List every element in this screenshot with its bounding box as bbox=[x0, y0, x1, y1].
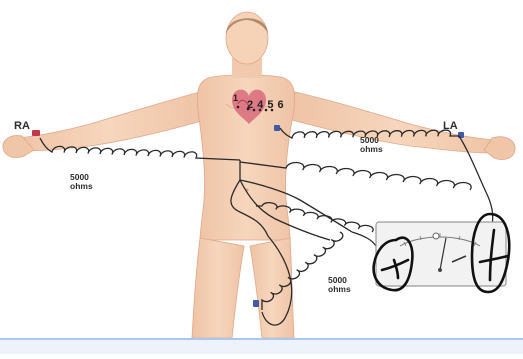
footer-bar bbox=[0, 338, 523, 354]
chest-leads-label: 2 4 5 6 bbox=[247, 99, 284, 111]
galvanometer bbox=[376, 222, 506, 286]
right-leg bbox=[192, 238, 244, 338]
la-electrode bbox=[274, 125, 280, 131]
ra-label: RA bbox=[14, 121, 30, 132]
resistor-ra-unit: ohms bbox=[70, 182, 93, 191]
la-wrist-electrode bbox=[458, 132, 464, 138]
left-leg bbox=[250, 238, 294, 338]
chest-lead-1: 1 bbox=[233, 93, 238, 103]
la-label: LA bbox=[443, 121, 458, 132]
resistor-la-unit: ohms bbox=[360, 145, 383, 154]
resistor-la-label: 5000 ohms bbox=[360, 136, 383, 154]
resistor-leg-label: 5000 ohms bbox=[328, 276, 351, 294]
meter-box bbox=[376, 222, 506, 286]
leg-electrode bbox=[253, 300, 259, 307]
right-arm bbox=[12, 92, 205, 151]
ra-electrode bbox=[32, 130, 40, 136]
resistor-leg-unit: ohms bbox=[328, 285, 351, 294]
left-arm bbox=[292, 92, 503, 153]
resistor-ra-label: 5000 ohms bbox=[70, 173, 93, 191]
